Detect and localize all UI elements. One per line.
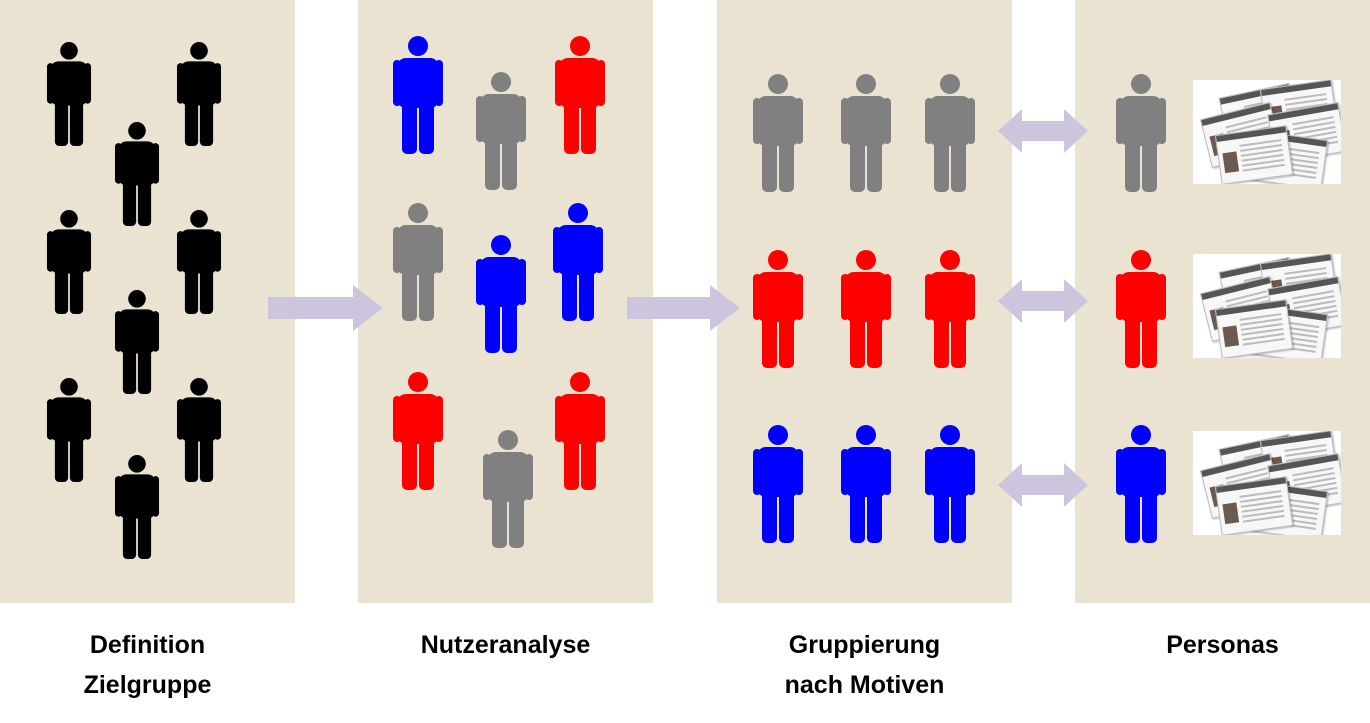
person-icon <box>925 74 975 192</box>
person-icon <box>753 74 803 192</box>
double-arrow-icon <box>998 109 1088 153</box>
person-icon <box>176 210 222 314</box>
person-icon <box>1116 250 1166 368</box>
person-icon <box>393 36 443 154</box>
person-icon <box>553 203 603 321</box>
persona-cards-image <box>1193 80 1341 184</box>
flow-arrow-icon <box>268 285 383 331</box>
persona-cards-image <box>1193 254 1341 358</box>
person-icon <box>925 250 975 368</box>
stage-label-personas: Personas <box>1166 631 1279 659</box>
person-icon <box>176 378 222 482</box>
person-icon <box>753 250 803 368</box>
stage-label-analysis: Nutzeranalyse <box>420 631 591 659</box>
person-icon <box>476 72 526 190</box>
person-icon <box>925 425 975 543</box>
persona-card <box>1214 476 1294 535</box>
double-arrow-icon <box>998 279 1088 323</box>
person-icon <box>1116 425 1166 543</box>
person-icon <box>753 425 803 543</box>
person-icon <box>46 378 92 482</box>
person-icon <box>841 74 891 192</box>
person-icon <box>46 42 92 146</box>
person-icon <box>114 455 160 559</box>
persona-card <box>1214 125 1294 184</box>
person-icon <box>1116 74 1166 192</box>
person-icon <box>393 372 443 490</box>
flow-arrow-icon <box>627 285 740 331</box>
persona-cards-image <box>1193 431 1341 535</box>
persona-card <box>1214 299 1294 358</box>
person-icon <box>841 250 891 368</box>
person-icon <box>114 290 160 394</box>
person-icon <box>555 372 605 490</box>
person-icon <box>555 36 605 154</box>
person-icon <box>46 210 92 314</box>
person-icon <box>393 203 443 321</box>
double-arrow-icon <box>998 463 1088 507</box>
person-icon <box>841 425 891 543</box>
person-icon <box>176 42 222 146</box>
person-icon <box>476 235 526 353</box>
person-icon <box>483 430 533 548</box>
person-icon <box>114 122 160 226</box>
